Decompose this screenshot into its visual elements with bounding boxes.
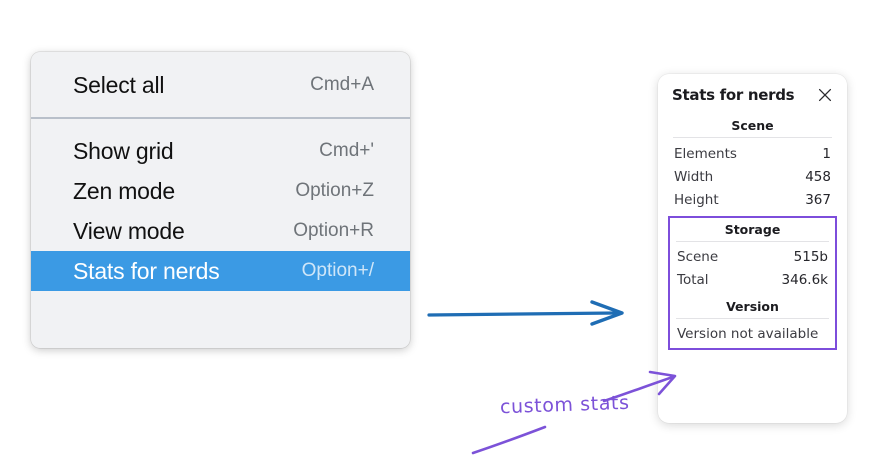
menu-item-select-all[interactable]: Select all Cmd+A (31, 65, 410, 105)
menu-item-stats-for-nerds[interactable]: Stats for nerds Option+/ (31, 251, 410, 291)
divider (676, 318, 829, 320)
menu-item-shortcut: Option+R (293, 220, 374, 241)
stat-value: 458 (805, 168, 831, 185)
stat-label: Total (677, 272, 709, 289)
stat-row-storage-scene: Scene 515b (674, 246, 831, 269)
section-heading-version: Version (726, 299, 779, 315)
stat-label: Height (674, 191, 719, 208)
stat-value: 1 (822, 145, 831, 162)
menu-item-label: Show grid (73, 137, 174, 164)
stat-row-width: Width 458 (671, 165, 834, 188)
panel-header: Stats for nerds (671, 86, 834, 104)
stat-row-storage-total: Total 346.6k (674, 269, 831, 292)
section-heading-scene: Scene (731, 118, 774, 133)
stat-label: Scene (677, 249, 719, 266)
menu-item-shortcut: Option+Z (295, 180, 374, 201)
menu-item-show-grid[interactable]: Show grid Cmd+' (31, 131, 410, 171)
stat-label: Width (674, 168, 714, 185)
divider (673, 137, 832, 138)
menu-item-shortcut: Cmd+A (310, 74, 374, 95)
menu-group-top: Select all Cmd+A (31, 52, 410, 117)
menu-item-label: Select all (73, 71, 165, 98)
close-icon[interactable] (817, 87, 833, 103)
divider (676, 240, 829, 242)
menu-bottom-padding (31, 291, 410, 309)
custom-stats-highlight-box: Storage Scene 515b Total 346.6k Version … (668, 215, 837, 351)
context-menu[interactable]: Select all Cmd+A Show grid Cmd+' Zen mod… (31, 52, 410, 348)
stat-label: Elements (674, 145, 737, 162)
menu-separator (31, 117, 410, 119)
panel-title: Stats for nerds (672, 86, 795, 104)
handwritten-annotation-label: custom stats (499, 391, 630, 419)
menu-item-label: Stats for nerds (73, 257, 220, 284)
section-heading-storage: Storage (724, 221, 781, 237)
menu-item-label: Zen mode (73, 177, 175, 204)
stats-for-nerds-panel: Stats for nerds Scene Elements 1 Width 4… (658, 74, 847, 423)
purple-underline-stroke (471, 425, 547, 455)
stat-value: 515b (793, 249, 828, 266)
stat-value: 367 (805, 191, 831, 208)
menu-item-label: View mode (73, 217, 185, 244)
stat-row-height: Height 367 (671, 188, 834, 211)
menu-group-main: Show grid Cmd+' Zen mode Option+Z View m… (31, 119, 410, 309)
menu-item-shortcut: Option+/ (301, 260, 374, 281)
blue-arrow-annotation (427, 300, 624, 326)
menu-item-zen-mode[interactable]: Zen mode Option+Z (31, 171, 410, 211)
menu-item-view-mode[interactable]: View mode Option+R (31, 211, 410, 251)
version-text: Version not available (677, 326, 819, 343)
stat-value: 346.6k (781, 272, 828, 289)
stat-row-elements: Elements 1 (671, 142, 834, 165)
menu-item-shortcut: Cmd+' (319, 140, 374, 161)
